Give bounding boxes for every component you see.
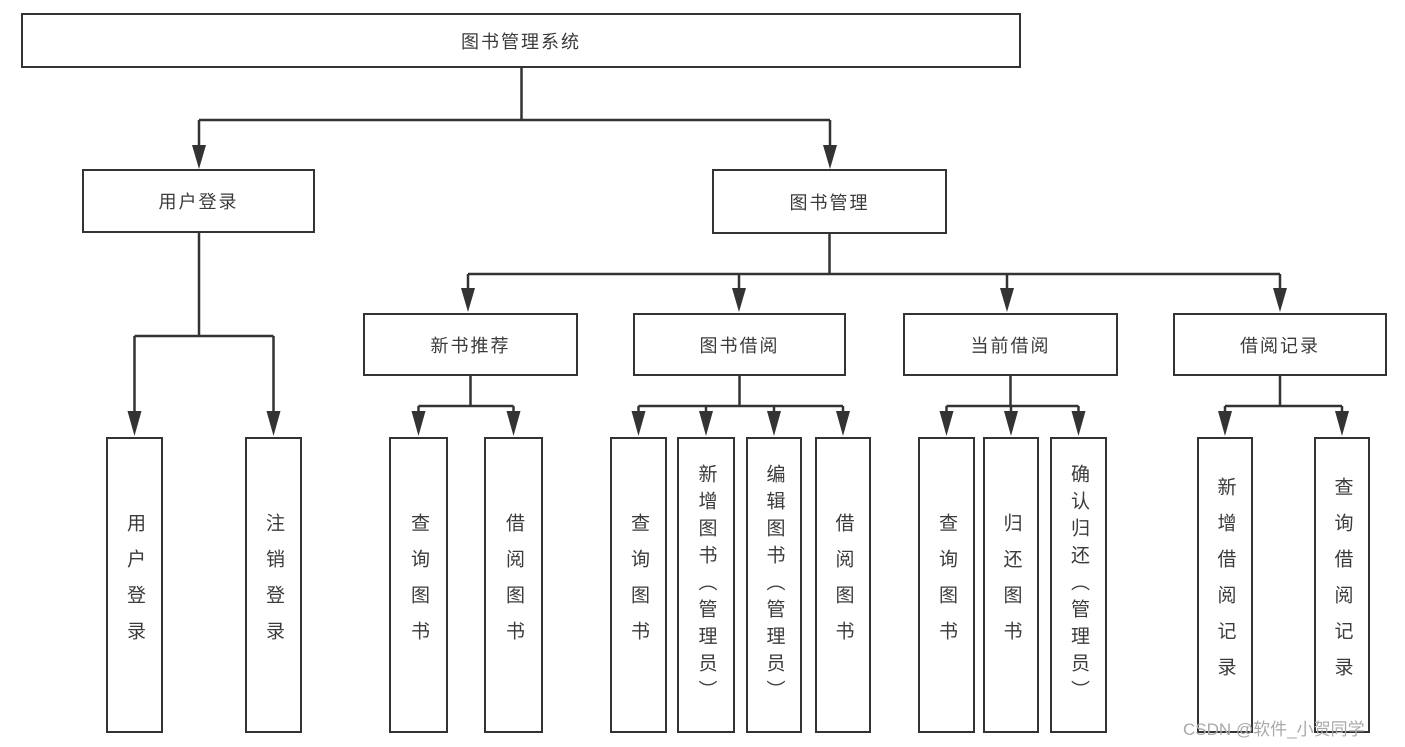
arrow-icon [1335, 411, 1349, 436]
node-label: 当前借阅 [970, 335, 1051, 356]
arrow-icon [1273, 288, 1287, 312]
arrow-icon [939, 411, 954, 436]
leaf-add-books-admin: 新增图书（管理员） [677, 437, 735, 733]
arrow-icon [411, 411, 426, 436]
arrow-icon [836, 411, 850, 436]
arrow-icon [823, 145, 837, 169]
leaf-borrow-books: 借阅图书 [815, 437, 871, 733]
leaf-query-books-borrow: 查询图书 [610, 437, 667, 733]
node-label: 编辑图书（管理员） [763, 463, 785, 707]
leaf-return-books: 归还图书 [983, 437, 1039, 733]
connector-user-login-leaves [127, 233, 281, 436]
arrow-icon [192, 145, 206, 169]
node-label: 借阅图书 [832, 513, 854, 657]
connector-book-management-level2 [461, 234, 1287, 312]
node-book-management: 图书管理 [712, 169, 947, 234]
csdn-watermark: CSDN @软件_小贺同学 [1183, 720, 1365, 739]
leaf-user-login: 用户登录 [106, 437, 163, 733]
connector-root-to-level1 [192, 68, 837, 169]
node-label: 查询借阅记录 [1331, 477, 1353, 693]
node-borrow-records: 借阅记录 [1173, 313, 1387, 376]
arrow-icon [631, 411, 646, 436]
node-current-borrow: 当前借阅 [903, 313, 1118, 376]
leaf-query-books-current: 查询图书 [918, 437, 975, 733]
arrow-icon [461, 288, 475, 312]
arrow-icon [1071, 411, 1086, 436]
node-label: 借阅记录 [1240, 335, 1320, 356]
leaf-query-books-recommend: 查询图书 [389, 437, 448, 733]
arrow-icon [1000, 288, 1014, 312]
leaf-confirm-return-admin: 确认归还（管理员） [1050, 437, 1107, 733]
node-label: 用户登录 [158, 192, 239, 212]
node-user-login: 用户登录 [82, 169, 315, 233]
connector-book-borrow-leaves [631, 376, 850, 436]
arrow-icon [127, 411, 142, 436]
node-label: 查询图书 [936, 513, 957, 657]
node-label: 新增图书（管理员） [695, 463, 717, 707]
node-label: 借阅图书 [503, 513, 524, 657]
arrow-icon [506, 411, 521, 436]
leaf-query-borrow-record: 查询借阅记录 [1314, 437, 1370, 733]
node-label: 查询图书 [408, 513, 429, 657]
connector-borrow-records-leaves [1218, 376, 1349, 436]
node-label: 图书管理系统 [461, 31, 581, 52]
arrow-icon [1004, 411, 1018, 436]
node-book-borrow: 图书借阅 [633, 313, 846, 376]
node-label: 图书借阅 [699, 335, 780, 356]
node-label: 归还图书 [1000, 513, 1022, 657]
arrow-icon [699, 411, 713, 436]
node-label: 查询图书 [628, 513, 649, 657]
leaf-borrow-books-recommend: 借阅图书 [484, 437, 543, 733]
arrow-icon [732, 288, 746, 312]
leaf-add-borrow-record: 新增借阅记录 [1197, 437, 1253, 733]
connector-new-book-recommend-leaves [411, 376, 521, 436]
leaf-edit-books-admin: 编辑图书（管理员） [746, 437, 802, 733]
node-label: 确认归还（管理员） [1068, 463, 1089, 707]
connector-current-borrow-leaves [939, 376, 1086, 436]
leaf-logout-login: 注销登录 [245, 437, 302, 733]
arrow-icon [767, 411, 781, 436]
node-label: 新增借阅记录 [1214, 477, 1236, 693]
node-library-system: 图书管理系统 [21, 13, 1021, 68]
node-new-book-recommend: 新书推荐 [363, 313, 578, 376]
node-label: 新书推荐 [430, 335, 511, 356]
node-label: 图书管理 [789, 192, 870, 213]
arrow-icon [1218, 411, 1232, 436]
arrow-icon [266, 411, 281, 436]
node-label: 注销登录 [263, 513, 284, 657]
node-label: 用户登录 [124, 513, 145, 657]
